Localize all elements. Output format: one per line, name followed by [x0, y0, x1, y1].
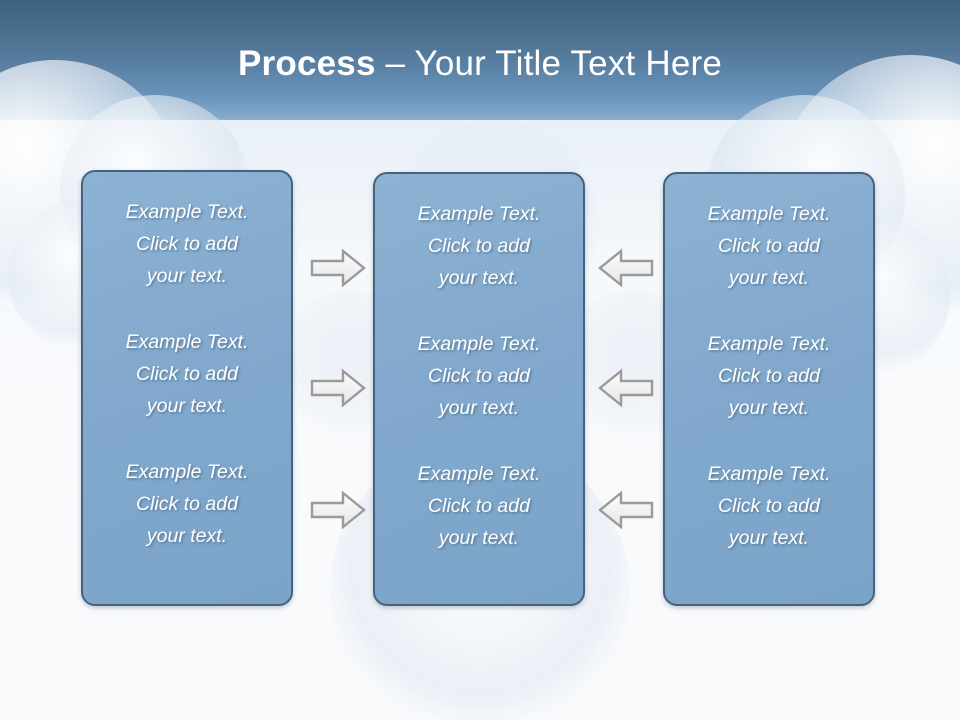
page-title-strong: Process: [238, 44, 376, 83]
page-title-light: Your Title Text Here: [414, 44, 722, 83]
arrow-right-icon: [310, 248, 366, 288]
list-item[interactable]: Example Text. Click to add your text.: [707, 333, 831, 419]
arrow-right-icon: [310, 368, 366, 408]
list-item[interactable]: Example Text. Click to add your text.: [707, 463, 831, 549]
arrow-left-icon: [598, 490, 654, 530]
arrow-left-icon: [598, 248, 654, 288]
list-item[interactable]: Example Text. Click to add your text.: [125, 201, 249, 287]
page-title-separator: –: [375, 44, 415, 83]
right-column[interactable]: Example Text. Click to add your text. Ex…: [663, 172, 875, 606]
left-column[interactable]: Example Text. Click to add your text. Ex…: [81, 170, 293, 606]
list-item[interactable]: Example Text. Click to add your text.: [125, 461, 249, 547]
list-item[interactable]: Example Text. Click to add your text.: [417, 463, 541, 549]
arrow-right-icon: [310, 490, 366, 530]
slide-title: Process – Your Title Text Here: [0, 44, 960, 84]
list-item[interactable]: Example Text. Click to add your text.: [417, 333, 541, 419]
middle-column[interactable]: Example Text. Click to add your text. Ex…: [373, 172, 585, 606]
list-item[interactable]: Example Text. Click to add your text.: [417, 203, 541, 289]
list-item[interactable]: Example Text. Click to add your text.: [125, 331, 249, 417]
arrow-left-icon: [598, 368, 654, 408]
list-item[interactable]: Example Text. Click to add your text.: [707, 203, 831, 289]
